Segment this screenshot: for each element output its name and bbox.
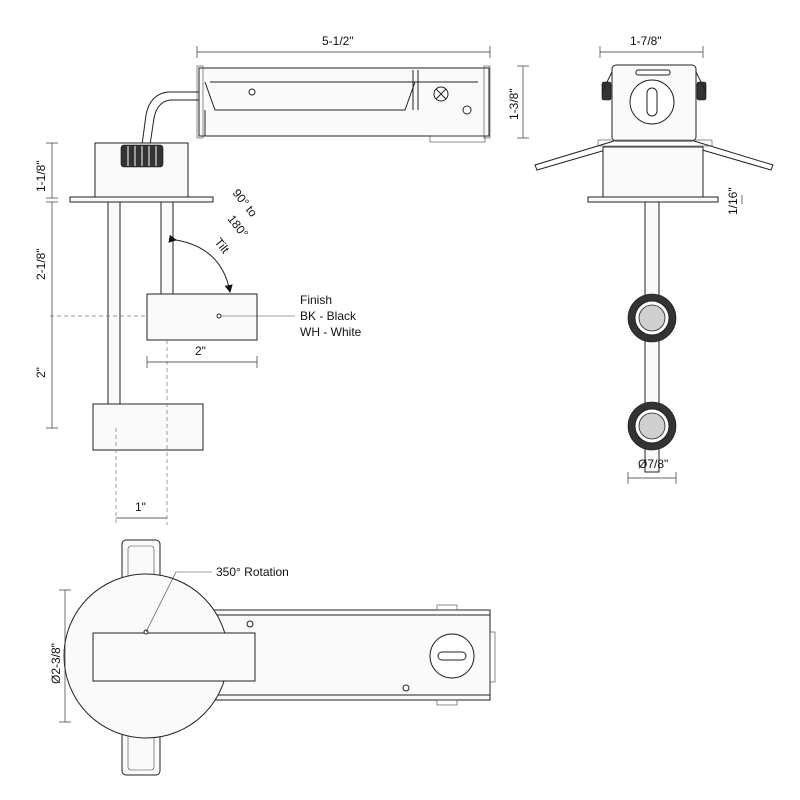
dim-head-width: 2" <box>195 344 206 358</box>
side-view-dimensions: 5-1/2" 1-3/8" 1-1/8" 2-1/8" 2" 2" 1" 90°… <box>34 34 529 519</box>
dim-left-h3: 2" <box>34 367 48 378</box>
finish-option-white: WH - White <box>300 325 362 339</box>
lamp-head-tilted <box>146 293 258 341</box>
conduit-connector <box>120 144 164 168</box>
finish-title: Finish <box>300 293 332 307</box>
lamp-head-lower <box>92 403 204 451</box>
tilt-label-3: Tilt <box>212 235 233 256</box>
dim-lens-dia: Ø7/8" <box>638 457 668 471</box>
driver-housing <box>196 65 491 143</box>
stem-upper <box>160 201 174 295</box>
conduit <box>141 91 199 146</box>
lens-head-upper <box>627 293 677 343</box>
end-view-dimensions: 1-7/8" 1/16" Ø7/8" <box>599 34 743 484</box>
dim-offset: 1" <box>135 500 146 514</box>
plan-view <box>63 539 496 776</box>
rotation-label: 350° Rotation <box>216 565 289 579</box>
dim-left-h2: 2-1/8" <box>34 248 48 280</box>
dim-left-h1: 1-1/8" <box>34 160 48 192</box>
end-view <box>534 64 774 473</box>
screw-icon <box>433 86 449 102</box>
side-view <box>50 65 491 525</box>
flange <box>69 196 214 203</box>
plan-view-dimensions: Ø2-3/8" 350° Rotation <box>49 565 289 723</box>
dim-top-length: 5-1/2" <box>322 34 354 48</box>
lens-head-lower <box>627 401 677 451</box>
dim-top-height: 1-3/8" <box>507 88 521 120</box>
dim-base-dia: Ø2-3/8" <box>49 643 63 684</box>
finish-option-black: BK - Black <box>300 309 357 323</box>
dim-end-width: 1-7/8" <box>630 34 662 48</box>
dim-flange: 1/16" <box>726 187 740 215</box>
stem-lower <box>107 201 121 405</box>
